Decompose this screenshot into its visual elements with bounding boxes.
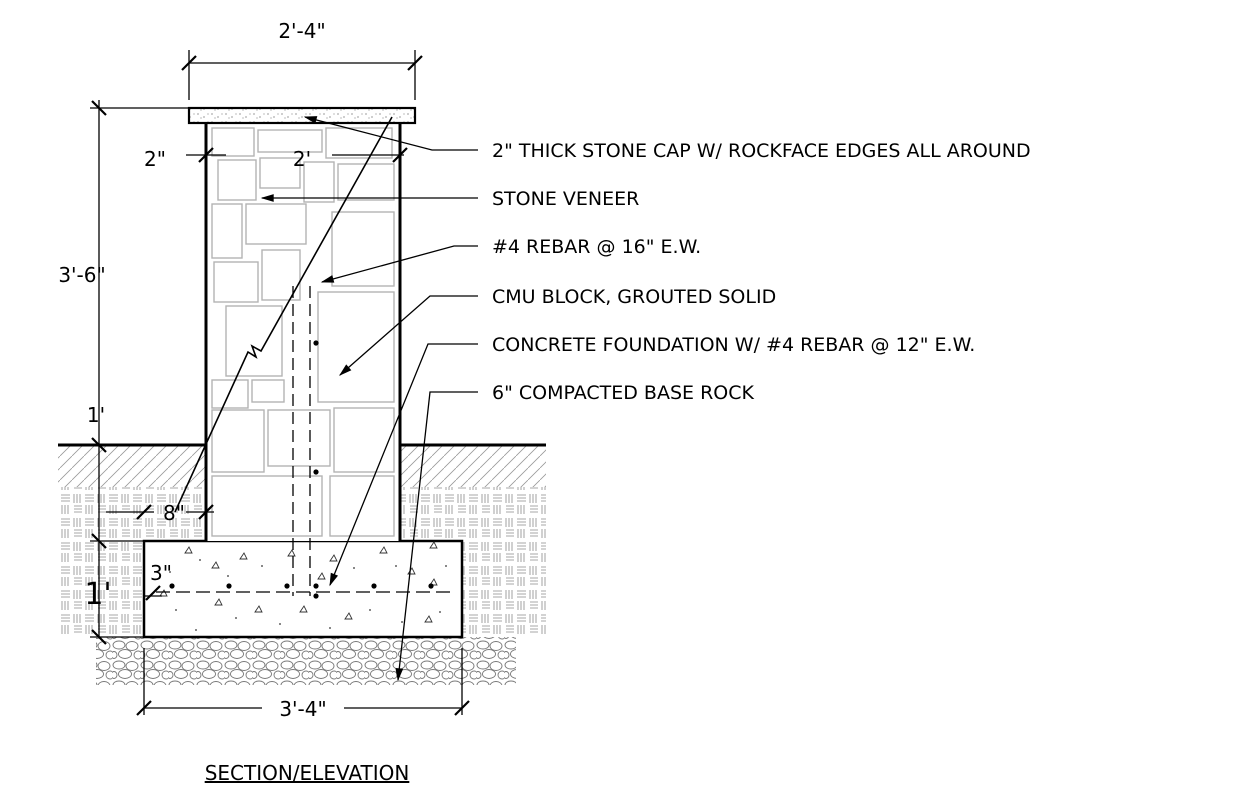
soil-pattern-left-upper [144,487,206,541]
dim-footing-width: 3'-4" [279,697,326,721]
dim-footing-thickness: 1' [84,577,111,612]
compacted-base-rock [96,637,516,685]
footing-rebar-dots [169,583,434,599]
dim-rebar-cover: 3" [150,561,172,585]
soil-hatch-right [400,445,546,487]
dim-footing-offset: 8" [163,501,185,525]
concrete-aggregate [159,541,438,623]
soil-pattern-right [462,541,546,637]
callout-concrete-foundation: CONCRETE FOUNDATION W/ #4 REBAR @ 12" E.… [492,334,975,356]
callout-stone-veneer: STONE VENEER [492,188,639,210]
dim-cmu-width: 2' [293,147,311,171]
callout-stone-cap: 2" THICK STONE CAP W/ ROCKFACE EDGES ALL… [492,140,1031,162]
callout-base-rock: 6" COMPACTED BASE ROCK [492,382,754,404]
cmu-rebar-dot [313,340,319,346]
soil-pattern-right-upper [400,487,546,541]
break-line [174,116,393,513]
concrete-footing [142,539,464,639]
stone-cap [187,106,417,125]
dim-embed-depth: 1' [87,403,105,427]
concrete-stipple [169,559,447,631]
dim-veneer-thickness: 2" [144,147,166,171]
soil-hatch-left [58,445,206,487]
callout-cmu-block: CMU BLOCK, GROUTED SOLID [492,286,776,308]
soil-pattern-left [58,487,144,637]
dim-cap-width: 2'-4" [278,19,325,43]
dim-wall-height: 3'-6" [58,263,105,287]
dimension-lines [90,50,470,716]
stone-veneer-pattern [211,127,395,537]
callout-rebar: #4 REBAR @ 16" E.W. [492,236,701,258]
cmu-rebar-dot [313,469,319,475]
drawing-title: SECTION/ELEVATION [205,761,410,785]
pier-fill [206,124,400,541]
leader-lines [260,116,478,682]
